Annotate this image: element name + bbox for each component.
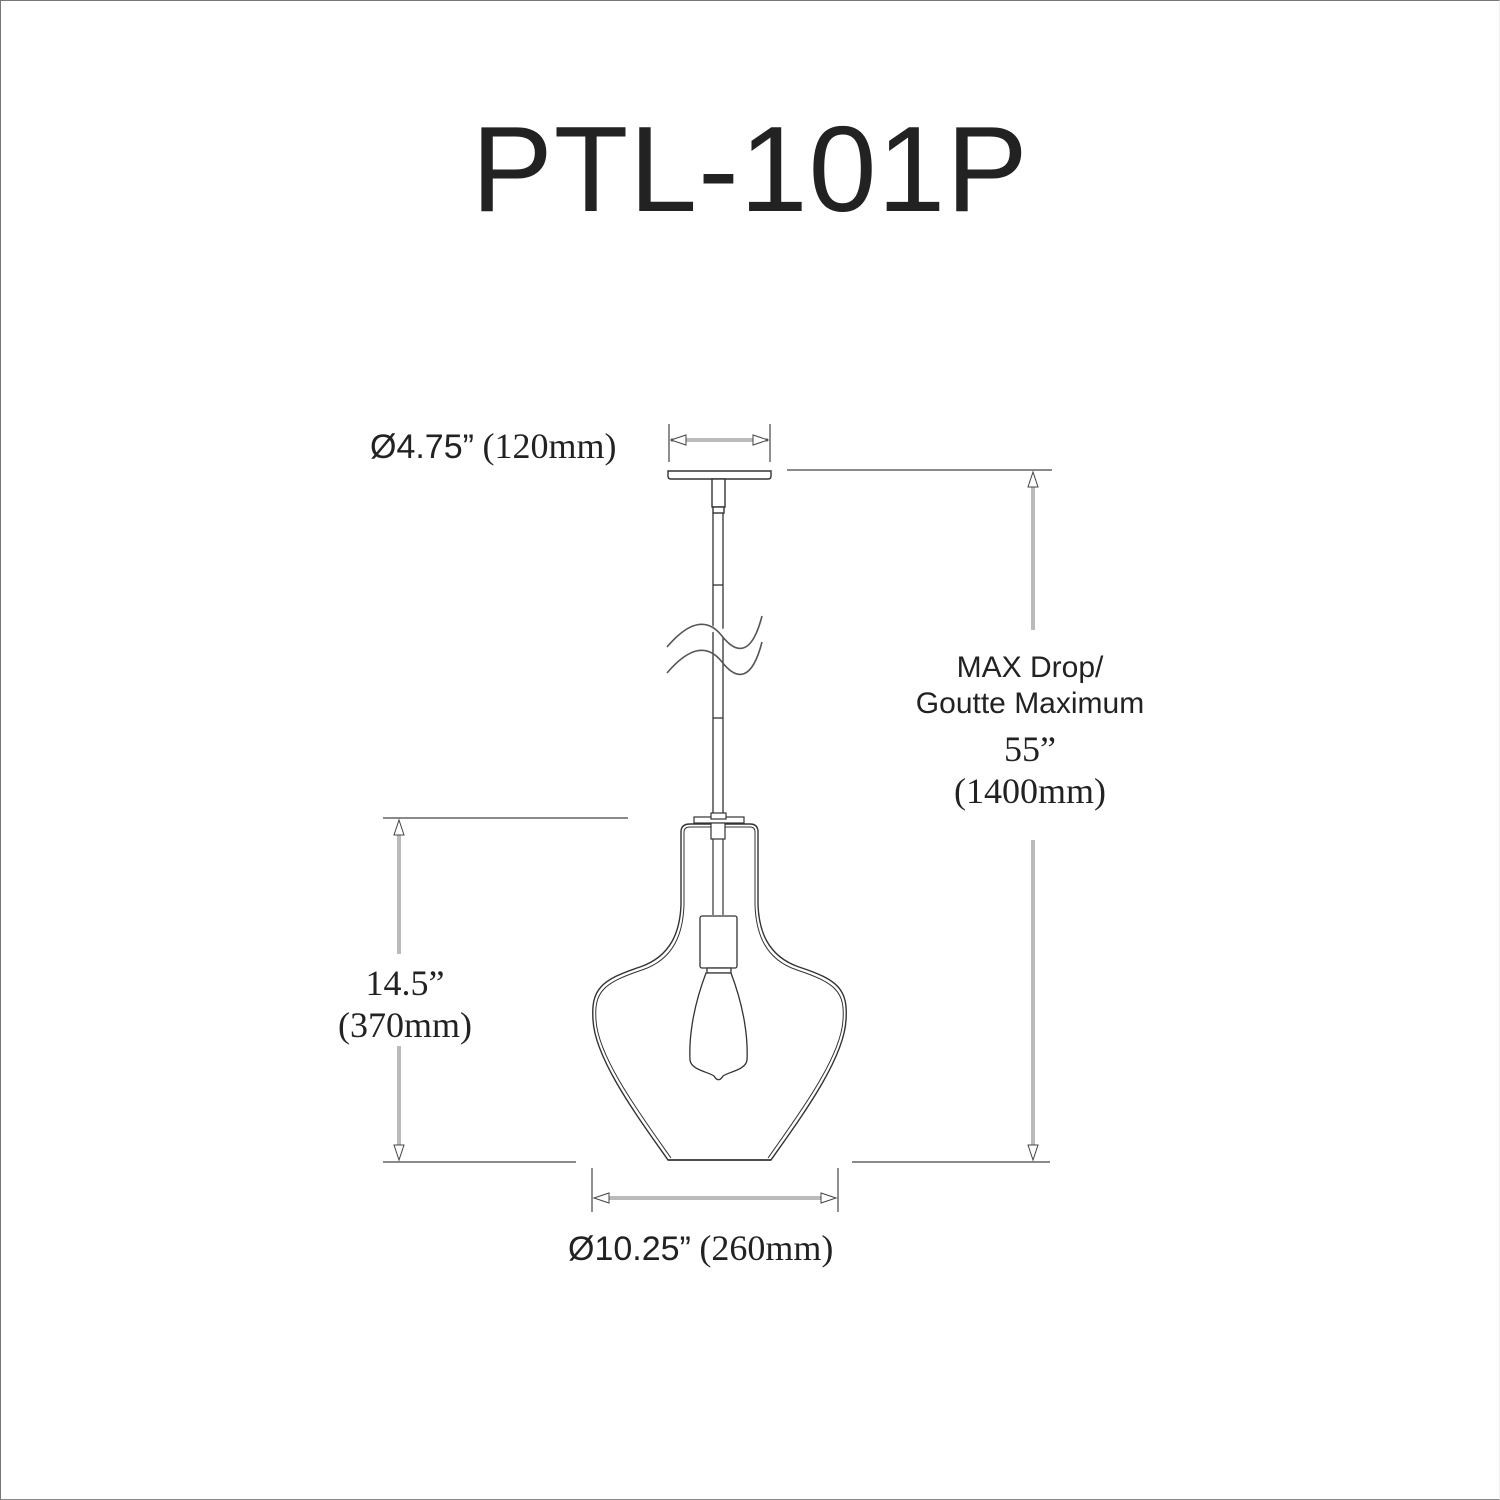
shade-height-dimension-line [383,817,628,1163]
max-drop-dimension-line [787,469,1052,1163]
canopy [667,470,772,514]
suspension-rod [712,513,724,815]
fixture-cap [693,812,745,915]
socket [699,915,738,974]
max-drop-label-en: MAX Drop/ [956,651,1104,684]
max-drop-metric: (1400mm) [954,771,1106,811]
length-break-icon [666,615,763,676]
canopy-diameter-metric: (120mm) [482,426,617,466]
canopy-diameter-imperial: Ø4.75” [370,428,474,466]
shade-diameter-label: Ø10.25” (260mm) [568,1230,833,1267]
shade-height-imperial: 14.5” [365,963,445,1003]
shade-height-label: 14.5” (370mm) [320,962,490,1046]
max-drop-imperial: 55” [1004,729,1056,769]
canopy-diameter-label: Ø4.75” (120mm) [370,428,616,465]
shade-height-metric: (370mm) [338,1005,472,1045]
max-drop-label: MAX Drop/ Goutte Maximum 55” (1400mm) [880,650,1180,812]
shade-diameter-metric: (260mm) [699,1228,834,1268]
model-number-title: PTL-101P [471,101,1029,237]
shade-diameter-dimension-line [591,1168,839,1212]
canopy-dimension-line [668,424,771,462]
edison-bulb [689,972,748,1081]
max-drop-label-fr: Goutte Maximum [915,687,1145,720]
shade-diameter-imperial: Ø10.25” [568,1230,691,1268]
